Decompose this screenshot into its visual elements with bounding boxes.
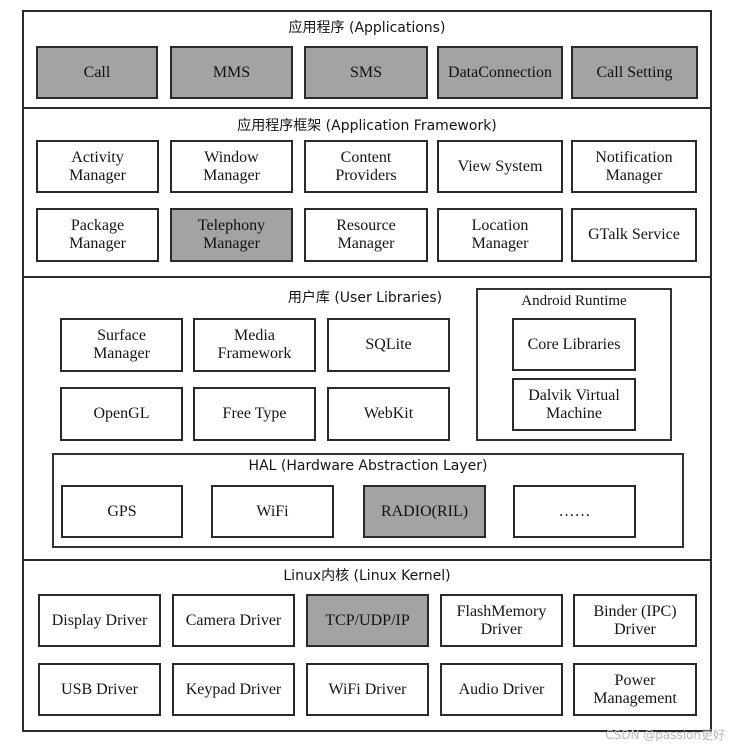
hal-component-gps: GPS: [61, 485, 183, 538]
framework-component-package-manager: Package Manager: [36, 208, 159, 262]
kernel-component-binder-ipc-driver: Binder (IPC) Driver: [573, 594, 697, 647]
applications-component-dataconnection: DataConnection: [437, 46, 563, 99]
runtime-component-core-libraries: Core Libraries: [512, 318, 636, 371]
framework-component-activity-manager: Activity Manager: [36, 140, 159, 193]
hal-panel: [52, 453, 684, 548]
kernel-component-wifi-driver: WiFi Driver: [306, 663, 429, 716]
kernel-component-flashmemory-driver: FlashMemory Driver: [440, 594, 563, 647]
framework-component-resource-manager: Resource Manager: [304, 208, 428, 262]
kernel-component-power-management: Power Management: [573, 663, 697, 716]
libraries-component-opengl: OpenGL: [60, 387, 183, 441]
kernel-component-display-driver: Display Driver: [38, 594, 161, 647]
framework-component-telephony-manager: Telephony Manager: [170, 208, 293, 262]
framework-component-view-system: View System: [437, 140, 563, 193]
libraries-title: 用户库 (User Libraries): [287, 290, 443, 306]
libraries-component-media-framework: Media Framework: [193, 318, 316, 372]
runtime-title: Android Runtime: [521, 293, 627, 309]
framework-title: 应用程序框架 (Application Framework): [237, 118, 497, 134]
layer-divider: [22, 559, 712, 561]
hal-component-radio-ril: RADIO(RIL): [363, 485, 486, 538]
libraries-component-sqlite: SQLite: [327, 318, 450, 372]
kernel-component-audio-driver: Audio Driver: [440, 663, 563, 716]
framework-component-window-manager: Window Manager: [170, 140, 293, 193]
layer-divider: [22, 107, 712, 109]
kernel-title: Linux内核 (Linux Kernel): [283, 568, 451, 584]
kernel-component-keypad-driver: Keypad Driver: [172, 663, 295, 716]
kernel-component-camera-driver: Camera Driver: [172, 594, 295, 647]
applications-title: 应用程序 (Applications): [288, 20, 446, 36]
applications-component-call-setting: Call Setting: [571, 46, 698, 99]
applications-component-call: Call: [36, 46, 158, 99]
watermark: CSDN @passion更好: [605, 728, 725, 742]
libraries-component-webkit: WebKit: [327, 387, 450, 441]
runtime-component-dalvik-virtual-machine: Dalvik Virtual Machine: [512, 378, 636, 431]
hal-component-wifi: WiFi: [211, 485, 334, 538]
applications-component-mms: MMS: [170, 46, 293, 99]
layer-divider: [22, 276, 712, 278]
libraries-component-surface-manager: Surface Manager: [60, 318, 183, 372]
architecture-frame: [22, 10, 712, 732]
framework-component-content-providers: Content Providers: [304, 140, 428, 193]
hal-component-: ……: [513, 485, 636, 538]
kernel-component-usb-driver: USB Driver: [38, 663, 161, 716]
framework-component-location-manager: Location Manager: [437, 208, 563, 262]
kernel-component-tcp-udp-ip: TCP/UDP/IP: [306, 594, 429, 647]
hal-title: HAL (Hardware Abstraction Layer): [248, 458, 488, 474]
framework-component-gtalk-service: GTalk Service: [571, 208, 697, 262]
framework-component-notification-manager: Notification Manager: [571, 140, 697, 193]
libraries-component-free-type: Free Type: [193, 387, 316, 441]
applications-component-sms: SMS: [304, 46, 428, 99]
android-runtime-panel: [476, 288, 672, 441]
